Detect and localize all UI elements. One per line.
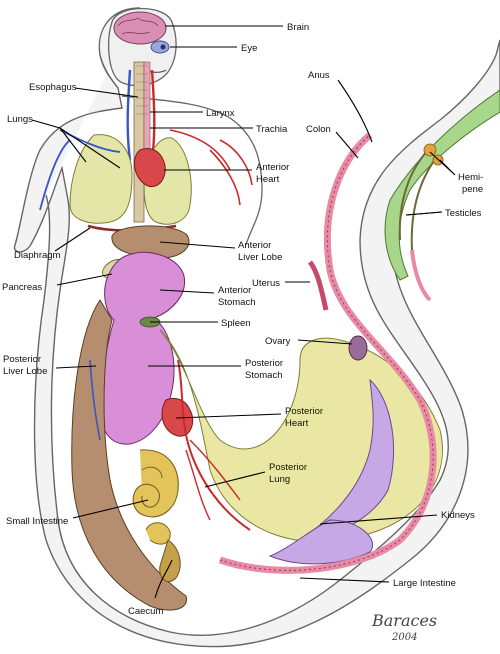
uterus-shape [307,260,329,311]
anterior-heart-shape [133,148,166,188]
arm-vessels [39,129,253,211]
labels: Brain Eye Esophagus Larynx Lungs Trachia… [2,22,483,617]
posterior-lung-shape [159,329,443,543]
label-pancreas: Pancreas [2,282,42,293]
label-large-intestine: Large Intestine [393,578,456,589]
label-uterus: Uterus [252,278,280,289]
caecum-shape [159,539,181,582]
label-larynx: Larynx [206,108,235,119]
large-intestine-colon [218,132,437,574]
posterior-liver-shape [71,299,187,611]
label-posterior-stomach-line2: Stomach [245,370,283,381]
small-intestine-shape [132,449,179,545]
label-hemipene-line1: Hemi- [458,172,483,183]
anterior-liver-shape [111,225,190,259]
label-posterior-heart-line1: Posterior [285,406,323,417]
label-posterior-liver-line2: Liver Lobe [3,366,47,377]
signature-year: 2004 [391,632,417,643]
label-small-intestine: Small Intestine [6,516,68,527]
label-anterior-heart-line2: Heart [256,174,280,185]
label-ovary: Ovary [265,336,291,347]
label-hemipene-line2: pene [462,184,483,195]
artist-signature: Baraces 2004 [371,611,437,643]
label-posterior-liver-line1: Posterior [3,354,41,365]
label-posterior-heart-line2: Heart [285,418,309,429]
label-spleen: Spleen [221,318,251,329]
brain-shape [113,11,167,45]
kidneys-shape [268,378,395,565]
label-brain: Brain [287,22,309,33]
label-posterior-lung-line1: Posterior [269,462,307,473]
leader-lines [31,25,456,599]
label-kidneys: Kidneys [441,510,475,521]
label-trachia: Trachia [256,124,288,135]
label-diaphragm: Diaphragm [14,250,61,261]
tail-insert [384,89,500,302]
label-anterior-liver-line2: Liver Lobe [238,252,282,263]
signature-name: Baraces [371,611,437,630]
label-testicles: Testicles [445,208,482,219]
anterior-lungs [69,134,192,225]
label-posterior-lung-line2: Lung [269,474,290,485]
label-anterior-liver-line1: Anterior [238,240,271,251]
label-anterior-stomach-line1: Anterior [218,285,251,296]
ovary-shape [348,335,368,361]
label-anus: Anus [308,70,330,81]
label-lungs: Lungs [7,114,33,125]
label-posterior-stomach-line1: Posterior [245,358,283,369]
stomach-shape [99,251,186,445]
label-colon: Colon [306,124,331,135]
eye-shape [150,40,170,54]
label-anterior-stomach-line2: Stomach [218,297,256,308]
label-eye: Eye [241,43,257,54]
label-caecum: Caecum [128,606,163,617]
body-arteries [89,359,251,531]
label-esophagus: Esophagus [29,82,77,93]
label-anterior-heart-line1: Anterior [256,162,289,173]
